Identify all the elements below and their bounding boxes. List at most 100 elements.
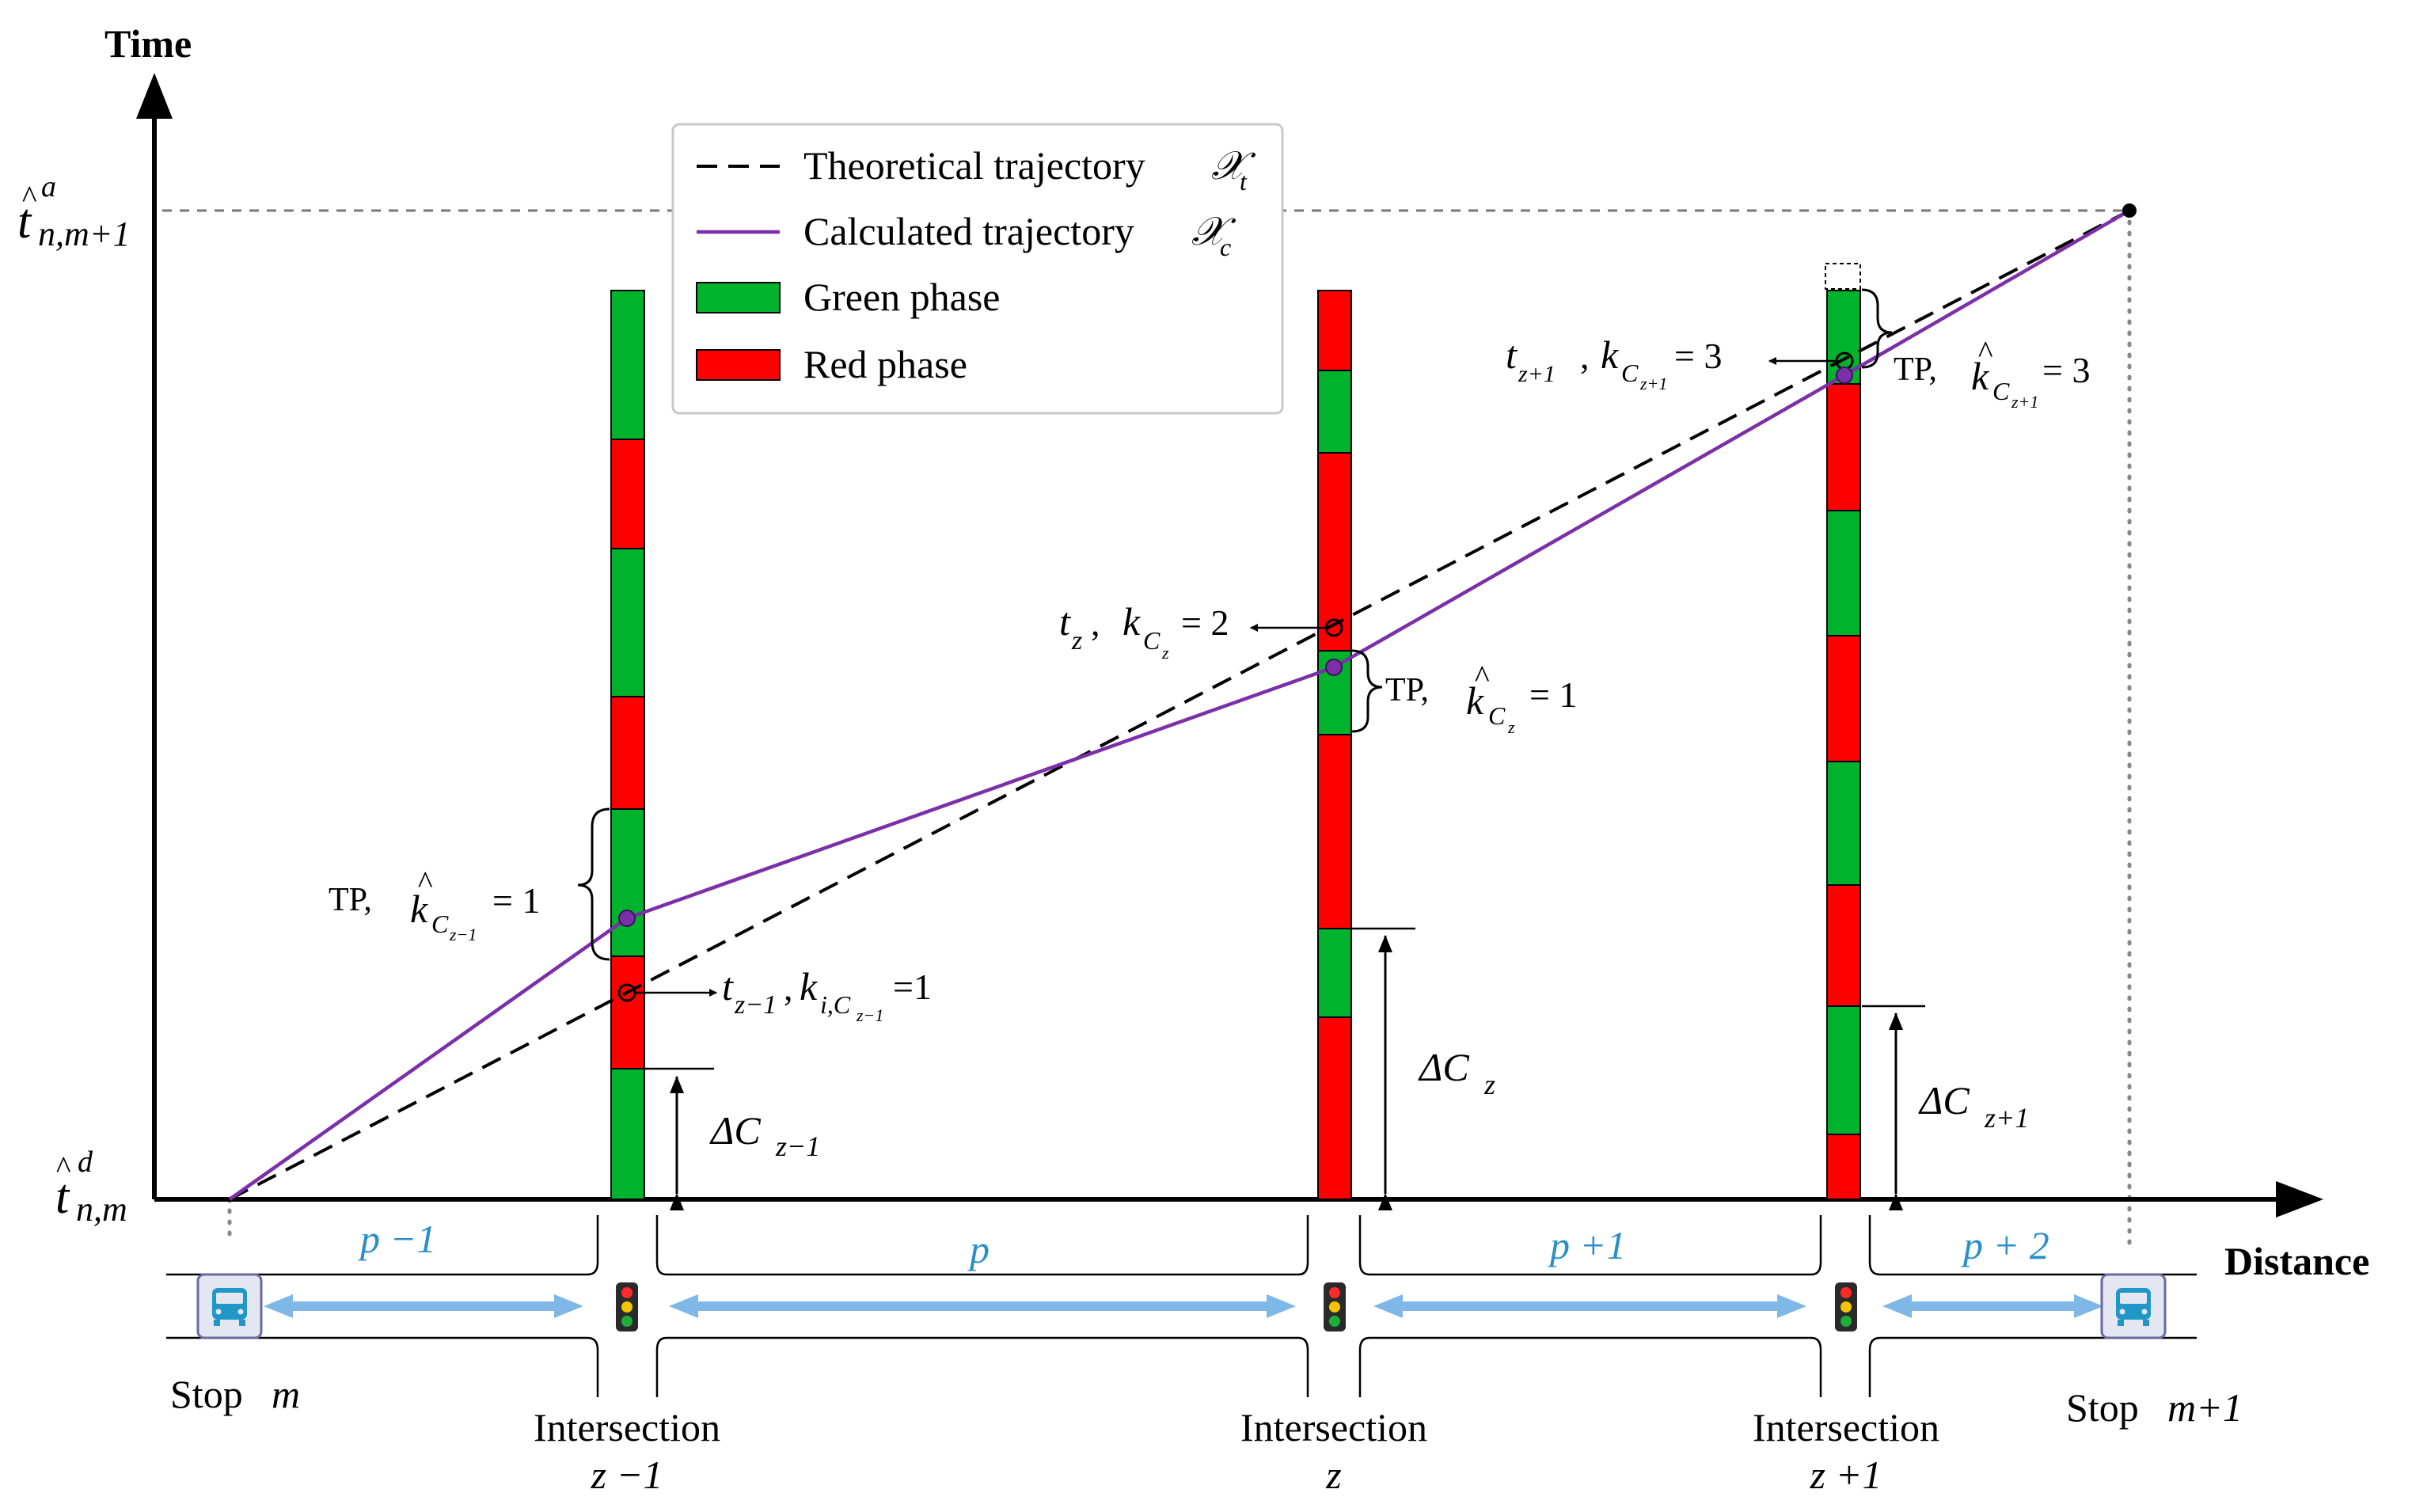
legend-green-label: Green phase bbox=[803, 275, 1001, 319]
z-t-label: t z , k C z = 2 bbox=[1059, 599, 1229, 663]
delta-zp1-sub: z+1 bbox=[1984, 1102, 2029, 1134]
phase-red-col2-seg7 bbox=[1317, 290, 1352, 371]
curb-zm1-right-bottom bbox=[655, 1336, 667, 1397]
intersection-zp1-var: z +1 bbox=[1810, 1453, 1882, 1497]
stop-m-plus-1-word: Stop bbox=[2066, 1385, 2139, 1430]
phase-red-col3-seg3 bbox=[1826, 884, 1861, 1007]
zp1-tp-subsub: z+1 bbox=[2011, 392, 2038, 412]
phase-red-col3-seg1 bbox=[1826, 1134, 1861, 1200]
legend-calculated-label: Calculated trajectory bbox=[803, 209, 1134, 253]
delta-z: ΔC z bbox=[1350, 927, 1495, 1210]
zm1-tp-subsub: z−1 bbox=[449, 925, 477, 944]
y-top-tick-label: ^ t a n,m+1 bbox=[17, 170, 130, 253]
curb-zm1-left-top bbox=[587, 1215, 599, 1276]
stop-m-word: Stop bbox=[170, 1372, 243, 1416]
delta-zm1: ΔC z−1 bbox=[645, 1067, 820, 1210]
phase-green-col1-seg3 bbox=[610, 808, 645, 957]
curb-zp1-right-top bbox=[1868, 1215, 1881, 1276]
z-tp-sub: C bbox=[1488, 701, 1506, 730]
zm1-t-ksubsub: z−1 bbox=[856, 1005, 883, 1025]
zp1-tp-point bbox=[1836, 367, 1853, 384]
zp1-t-label: t z+1 , k C z+1 = 3 bbox=[1506, 332, 1722, 393]
zm1-t-label: t z−1 , k i,C z−1 =1 bbox=[722, 964, 932, 1025]
curb-zm1-left-bottom bbox=[587, 1336, 599, 1397]
bus-icon bbox=[2100, 1273, 2167, 1339]
z-t-comma: , bbox=[1091, 602, 1100, 643]
zm1-tp-point bbox=[618, 910, 636, 927]
phase-red-col1-seg6 bbox=[610, 439, 645, 549]
legend-calculated-sub: c bbox=[1220, 233, 1231, 261]
segment-label-p-plus-2: p + 2 bbox=[1961, 1223, 2049, 1267]
traffic-light-green bbox=[621, 1316, 632, 1327]
delta-zp1-text: ΔC bbox=[1918, 1078, 1970, 1123]
curb-z-left-bottom bbox=[1297, 1336, 1309, 1397]
traffic-light-red bbox=[621, 1287, 632, 1298]
y-axis-label: Time bbox=[104, 21, 192, 66]
z-tp-subsub: z bbox=[1507, 717, 1515, 737]
legend-red-swatch bbox=[696, 349, 781, 381]
z-tp-value: = 1 bbox=[1529, 674, 1577, 715]
z-tp-point bbox=[1325, 659, 1343, 676]
z-t-ksubsub: z bbox=[1161, 643, 1169, 663]
stop-m-var: m bbox=[272, 1372, 300, 1416]
intersection-zp1-word: Intersection bbox=[1753, 1405, 1939, 1449]
y-top-tick-base: t bbox=[17, 195, 32, 249]
road-arrow-p-minus-1 bbox=[264, 1294, 583, 1318]
phase-red-col2-seg3 bbox=[1317, 734, 1352, 929]
bus-icon-wheel-left bbox=[2118, 1320, 2124, 1326]
zp1-t-tsub: z+1 bbox=[1518, 361, 1556, 387]
traffic-light-icon bbox=[1324, 1282, 1346, 1332]
phase-red-col2-seg5 bbox=[1317, 452, 1352, 652]
traffic-light-red bbox=[1840, 1287, 1852, 1298]
bus-icon-wheel-left bbox=[214, 1320, 220, 1326]
traffic-light-green bbox=[1840, 1316, 1852, 1327]
y-bottom-tick-hat: ^ bbox=[55, 1149, 71, 1185]
z-tp-hat: ^ bbox=[1474, 659, 1490, 694]
zp1-tp-k: k bbox=[1971, 354, 1989, 398]
curb-z-right-bottom bbox=[1358, 1336, 1370, 1397]
z-tp-brace bbox=[1351, 649, 1383, 733]
legend-green-swatch bbox=[696, 282, 781, 313]
phase-green-col2-seg2 bbox=[1317, 928, 1352, 1018]
x-axis-arrowhead bbox=[2276, 1181, 2323, 1218]
theoretical-trajectory bbox=[229, 209, 2130, 1201]
z-tp-label: TP, ^ k C z = 1 bbox=[1385, 659, 1577, 737]
intersection-z-word: Intersection bbox=[1240, 1405, 1427, 1449]
bus-icon-window bbox=[2120, 1293, 2147, 1304]
curb-z-left-top bbox=[1297, 1215, 1309, 1276]
intersection-zm1-var: z −1 bbox=[591, 1453, 663, 1497]
road-arrow-p-plus-2 bbox=[1882, 1294, 2103, 1318]
zp1-tp-value: = 3 bbox=[2042, 350, 2090, 390]
legend-box bbox=[671, 123, 1284, 415]
delta-zp1: ΔC z+1 bbox=[1862, 1005, 2029, 1210]
z-t-ksub: C bbox=[1143, 626, 1161, 655]
delta-z-sub: z bbox=[1483, 1069, 1495, 1100]
intersection-z-var: z bbox=[1325, 1453, 1341, 1497]
zp1-t-k: k bbox=[1601, 332, 1619, 377]
phase-red-col2-seg1 bbox=[1317, 1016, 1352, 1200]
traffic-light-icon bbox=[616, 1282, 638, 1332]
zm1-tp-prefix: TP, bbox=[329, 882, 372, 918]
road: p −1 p p +1 p + 2 bbox=[166, 1215, 2243, 1497]
zm1-tp-value: = 1 bbox=[492, 880, 540, 921]
phase-green-col1-seg7 bbox=[610, 290, 645, 440]
phase-green-col3-seg4 bbox=[1826, 761, 1861, 886]
zp1-t-t: t bbox=[1506, 332, 1518, 377]
zm1-t-t: t bbox=[722, 964, 734, 1009]
zm1-tp-brace bbox=[577, 807, 610, 961]
road-arrow-p bbox=[669, 1294, 1296, 1318]
zm1-t-ksub: i,C bbox=[820, 990, 851, 1019]
traffic-light-green bbox=[1329, 1316, 1340, 1327]
zp1-tp-brace bbox=[1861, 288, 1893, 369]
delta-z-text: ΔC bbox=[1418, 1045, 1469, 1089]
signal-columns bbox=[610, 290, 1861, 1200]
curb-zm1-right-top bbox=[655, 1215, 667, 1276]
end-point bbox=[2122, 203, 2137, 218]
zp1-tp-prefix: TP, bbox=[1894, 351, 1937, 388]
traffic-light-yellow bbox=[1329, 1301, 1340, 1313]
zp1-t-ksubsub: z+1 bbox=[1639, 374, 1667, 393]
bus-icon-light-left bbox=[215, 1309, 222, 1315]
zm1-tp-label: TP, ^ k C z−1 = 1 bbox=[329, 864, 540, 944]
traffic-light-red bbox=[1329, 1287, 1340, 1298]
zp1-tp-hat: ^ bbox=[1977, 334, 1993, 370]
